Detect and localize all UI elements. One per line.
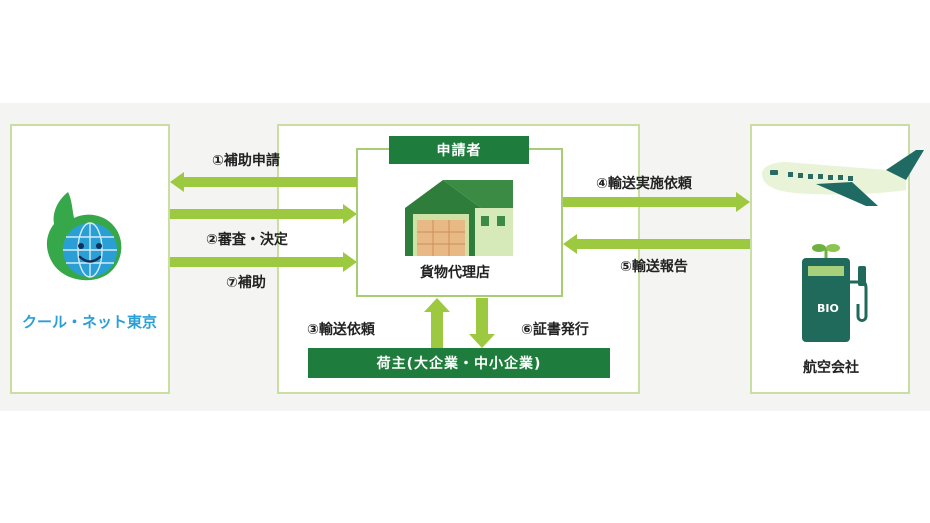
cool-net-tokyo-logo-icon (46, 192, 122, 281)
flow-label-step7: ⑦補助 (226, 275, 266, 291)
bio-label: BIO (817, 302, 839, 315)
flow-label-step5: ⑤輸送報告 (620, 259, 688, 275)
warehouse-icon (405, 180, 513, 256)
flow-label-step3: ③輸送依頼 (307, 322, 375, 338)
flow-label-step1: ①補助申請 (212, 153, 280, 169)
airplane-icon (762, 150, 924, 206)
arrow-step5-left (563, 234, 750, 254)
flow-label-step2: ②審査・決定 (206, 232, 288, 248)
arrow-step7-right (170, 252, 357, 272)
flow-label-step4: ④輸送実施依頼 (596, 176, 692, 192)
arrow-step4-right (563, 192, 750, 212)
arrow-step2-right (170, 204, 357, 224)
cool-net-tokyo-label: クール・ネット東京 (22, 313, 158, 331)
arrow-step1-left (170, 172, 357, 192)
arrow-step3-up (424, 298, 450, 348)
applicant-badge: 申請者 (389, 136, 529, 164)
forwarder-label: 貨物代理店 (420, 265, 490, 281)
shipper-bar: 荷主(大企業・中小企業) (308, 348, 610, 378)
arrow-step6-down (469, 298, 495, 348)
flow-label-step6: ⑥証書発行 (521, 322, 589, 338)
airline-label: 航空会社 (803, 360, 859, 376)
bio-fuel-pump-icon (802, 244, 868, 342)
